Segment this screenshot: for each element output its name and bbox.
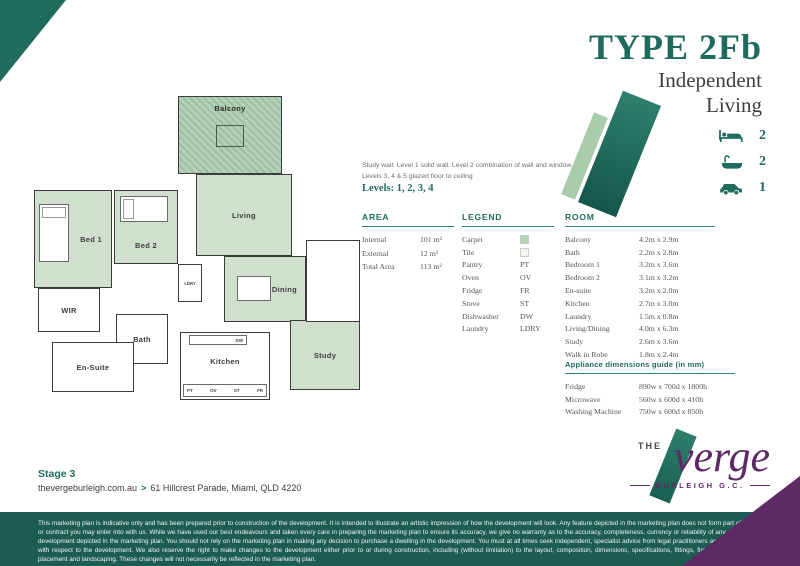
room-row: Living/Dining 4.0m x 6.3m — [565, 324, 679, 334]
bath-count: 2 — [759, 154, 766, 169]
study-note-line-2: Levels 3, 4 & 5 glazed floor to ceiling — [362, 172, 473, 180]
room-bed2: Bed 2 — [114, 190, 178, 264]
spec-row-beds: 2 — [719, 127, 766, 145]
logo-name-text: verge — [673, 432, 770, 481]
legend-row: Laundry LDRY — [462, 324, 541, 334]
footer-bar: This marketing plan is indicative only a… — [0, 512, 800, 566]
logo-location-text: BURLEIGH G.C. — [630, 481, 770, 490]
floor-plan: Balcony Living Bed 1 Bed 2 LDRY WIR Bath… — [26, 90, 371, 430]
kitchen-counter: PT OV ST FR — [183, 384, 267, 397]
car-icon — [719, 181, 743, 195]
room-table: ROOM Balcony 4.2m x 2.9m Bath 2.2m x 2.8… — [565, 212, 715, 361]
page-subtitle: Independent Living — [658, 68, 762, 118]
area-row: External 12 m² — [362, 248, 439, 258]
legend-table-header: LEGEND — [462, 212, 554, 227]
corner-ribbon-top-left — [0, 0, 66, 82]
spec-row-cars: 1 — [719, 179, 766, 197]
room-living: Living — [196, 174, 292, 256]
code-dishwasher: DW — [235, 337, 244, 343]
room-row: Bedroom 1 3.2m x 3.6m — [565, 260, 679, 270]
appliance-row: Microwave 560w x 600d x 410h — [565, 394, 704, 404]
legend-row: Stove ST — [462, 298, 530, 308]
code-pantry: PT — [187, 388, 193, 393]
study-note-line-1: Study wall: Level 1 solid wall. Level 2 … — [362, 162, 573, 169]
bed-icon — [719, 129, 743, 144]
tile-swatch — [520, 248, 529, 258]
dining-table-icon — [237, 276, 271, 301]
disclaimer-text: This marketing plan is indicative only a… — [38, 520, 786, 564]
room-row: En-suite 3.2m x 2.0m — [565, 286, 679, 296]
room-bed1: Bed 1 — [34, 190, 112, 288]
website-text: thevergeburleigh.com.au — [38, 483, 138, 493]
stage-block: Stage 3 thevergeburleigh.com.au>61 Hillc… — [38, 468, 301, 493]
room-kitchen: Kitchen DW PT OV ST FR — [180, 332, 270, 400]
room-walk-in-robe: WIR — [38, 288, 100, 332]
code-stove: ST — [233, 388, 240, 393]
subtitle-line-2: Living — [706, 92, 762, 117]
address-line: thevergeburleigh.com.au>61 Hillcrest Par… — [38, 483, 301, 493]
legend-row: Pantry PT — [462, 260, 530, 270]
room-row: Walk in Robe 1.8m x 2.4m — [565, 350, 679, 360]
verge-logo: THE verge BURLEIGH G.C. — [630, 432, 770, 490]
car-count: 1 — [759, 180, 766, 195]
area-row: Internal 101 m² — [362, 235, 443, 245]
appliance-row: Fridge 890w x 700d x 1800h — [565, 381, 708, 391]
bed-icon — [39, 204, 69, 262]
room-row: Kitchen 2.7m x 3.0m — [565, 298, 679, 308]
room-study: Study — [290, 320, 360, 390]
room-row: Balcony 4.2m x 2.9m — [565, 234, 679, 244]
subtitle-line-1: Independent — [658, 68, 762, 92]
appliance-table-header: Appliance dimensions guide (in mm) — [565, 360, 735, 374]
room-table-header: ROOM — [565, 212, 715, 227]
outdoor-table-icon — [216, 125, 244, 147]
bed-count: 2 — [759, 128, 766, 143]
legend-table: LEGEND Carpet Tile Pantry PT Oven OV Fri… — [462, 212, 554, 335]
logo-the-text: THE — [638, 441, 662, 451]
room-ensuite: En-Suite — [52, 342, 134, 392]
stage-label: Stage 3 — [38, 468, 76, 480]
room-row: Bath 2.2m x 2.8m — [565, 247, 679, 257]
bed-icon — [120, 196, 168, 222]
area-table-header: AREA — [362, 212, 454, 227]
room-row: Laundry 1.5m x 0.8m — [565, 311, 679, 321]
carpet-swatch — [520, 235, 529, 245]
code-fridge: FR — [256, 388, 263, 393]
legend-row: Oven OV — [462, 273, 532, 283]
levels-line: Levels: 1, 2, 3, 4 — [362, 183, 434, 194]
room-row: Bedroom 2 3.1m x 3.2m — [565, 273, 679, 283]
spec-row-baths: 2 — [719, 153, 766, 171]
legend-row: Dishwasher DW — [462, 311, 533, 321]
kitchen-island: DW — [189, 335, 247, 345]
code-oven: OV — [210, 388, 217, 393]
page-title: TYPE 2Fb — [588, 27, 762, 67]
address-separator: > — [141, 483, 147, 493]
area-table: AREA Internal 101 m² External 12 m² Tota… — [362, 212, 454, 274]
room-row: Study 2.6m x 3.6m — [565, 337, 679, 347]
legend-row: Carpet — [462, 233, 554, 246]
room-dining: Dining — [224, 256, 306, 322]
appliance-row: Washing Machine 750w x 600d x 850h — [565, 407, 704, 417]
legend-row: Tile — [462, 246, 554, 259]
room-hallway — [306, 240, 360, 322]
area-row: Total Area 113 m² — [362, 262, 442, 272]
street-address: 61 Hillcrest Parade, Miami, QLD 4220 — [150, 483, 302, 493]
study-wall-note: Study wall: Level 1 solid wall. Level 2 … — [362, 161, 577, 182]
bath-icon — [721, 154, 743, 170]
room-balcony: Balcony — [178, 96, 282, 174]
spec-icon-list: 2 2 1 — [719, 127, 766, 205]
room-laundry: LDRY — [178, 264, 202, 302]
appliance-table: Appliance dimensions guide (in mm) Fridg… — [565, 360, 735, 418]
legend-row: Fridge FR — [462, 286, 530, 296]
